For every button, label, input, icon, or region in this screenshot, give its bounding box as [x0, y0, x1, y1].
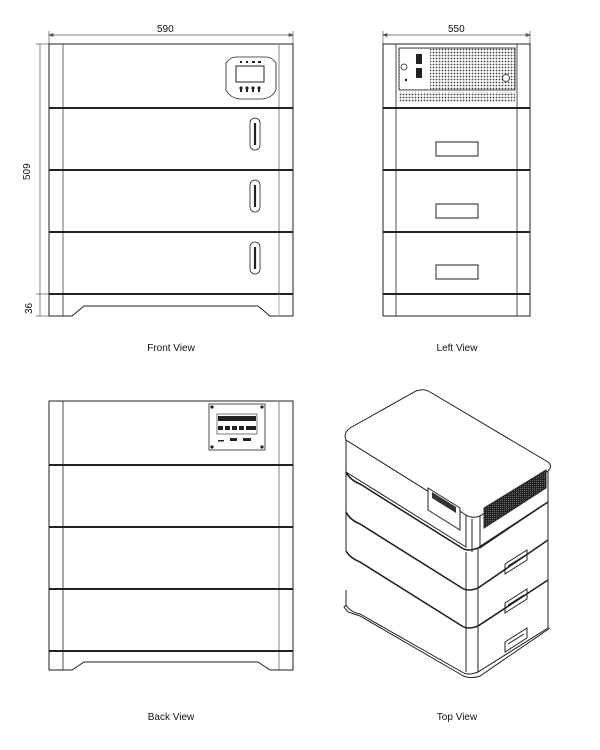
- left-view-drawing: [382, 31, 531, 317]
- back-view-drawing: [48, 400, 294, 671]
- front-view-label: Front View: [147, 343, 195, 354]
- module-handles-front: [249, 117, 261, 275]
- indicator-leds: [239, 61, 261, 92]
- display-panel: [225, 56, 277, 100]
- width-dimension-line: [48, 31, 294, 44]
- left-view-label: Left View: [436, 343, 478, 354]
- front-width-dimension: 590: [157, 24, 174, 35]
- front-view-drawing: [36, 31, 294, 317]
- left-width-dimension: 550: [448, 24, 465, 35]
- front-height-dimension: 509: [22, 163, 33, 180]
- height-dimension-line: [36, 43, 49, 317]
- top-view-label: Top View: [436, 712, 478, 723]
- isometric-drawing: [343, 389, 551, 679]
- back-view-label: Back View: [147, 712, 195, 723]
- width-dimension-line: [382, 31, 531, 44]
- terminal-panel: [208, 403, 266, 451]
- vent-panel: [398, 47, 516, 102]
- front-base-dimension: 36: [24, 302, 35, 314]
